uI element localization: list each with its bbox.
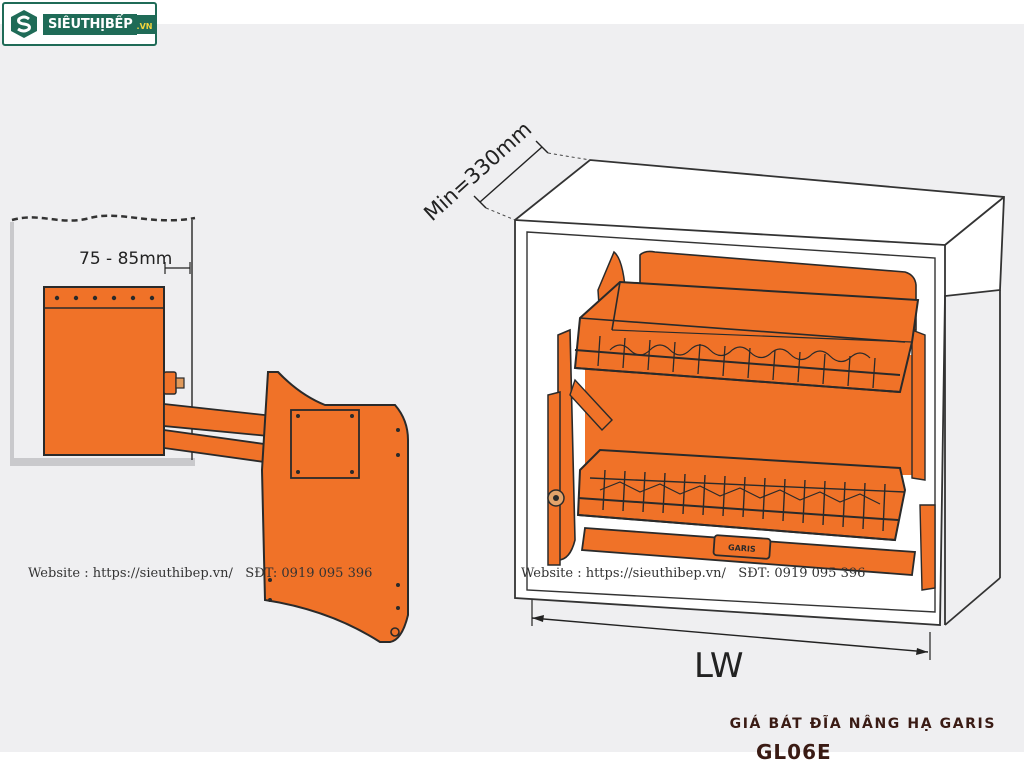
front-handle <box>712 534 772 560</box>
cabinet-wall-bottom <box>10 458 195 466</box>
width-dimension-line <box>531 617 929 653</box>
handle-brand-label: GARIS <box>728 543 756 554</box>
width-dimension-label: LW <box>694 646 743 686</box>
depth-dimension-label: Min=330mm <box>419 117 536 226</box>
brand-logo[interactable]: SIÊUTHỊBẾP.VN <box>2 2 157 46</box>
pivot-bracket <box>290 409 360 479</box>
depth-dimension-line <box>479 146 543 203</box>
watermark-left-phone: SĐT: 0919 095 396 <box>245 566 373 581</box>
cabinet-top-break-line <box>11 214 196 222</box>
watermark-right-phone: SĐT: 0919 095 396 <box>738 566 866 581</box>
mounting-holes-top <box>54 295 155 301</box>
rack-knob-icon <box>547 489 565 507</box>
logo-tld: .VN <box>136 14 157 34</box>
cabinet-inner-frame <box>526 231 936 613</box>
watermark-right: Website : https://sieuthibep.vn/ SĐT: 09… <box>521 566 865 581</box>
offset-dimension-label: 75 - 85mm <box>79 249 172 269</box>
side-view: 75 - 85mm <box>10 214 409 643</box>
tension-knob-icon <box>163 371 185 395</box>
product-title: GIÁ BÁT ĐĨA NÂNG HẠ GARIS <box>729 716 996 732</box>
product-model: GL06E <box>756 740 832 764</box>
cabinet-wall-left <box>10 222 14 464</box>
cabinet-view: Min=330mm <box>419 117 1005 686</box>
watermark-right-website: Website : https://sieuthibep.vn/ <box>521 566 726 581</box>
lift-mechanism-body <box>43 286 165 456</box>
plate-screw-holes <box>268 414 400 637</box>
logo-s-icon <box>11 10 37 38</box>
upper-dish-rack <box>573 280 920 394</box>
watermark-left-website: Website : https://sieuthibep.vn/ <box>28 566 233 581</box>
logo-wordmark: SIÊUTHỊBẾP.VN <box>43 13 157 35</box>
watermark-left: Website : https://sieuthibep.vn/ SĐT: 09… <box>28 566 372 581</box>
logo-name: SIÊUTHỊBẾP <box>43 13 137 35</box>
lower-dish-rack <box>576 448 907 542</box>
